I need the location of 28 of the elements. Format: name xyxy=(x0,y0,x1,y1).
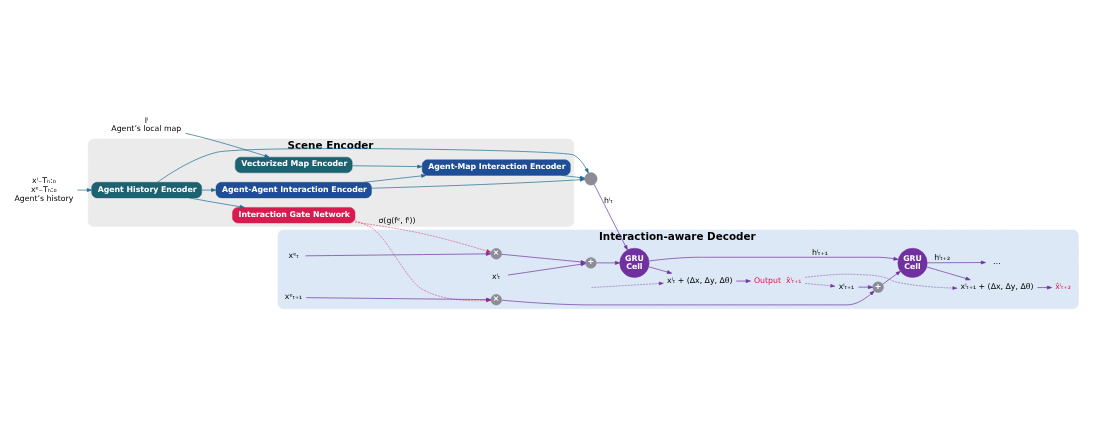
arrow xyxy=(858,284,874,289)
arrow xyxy=(305,251,491,256)
arrow xyxy=(77,187,92,192)
arrow xyxy=(371,177,585,189)
arrow xyxy=(927,260,986,264)
arrow xyxy=(507,261,586,275)
arrow xyxy=(363,173,427,183)
node-circle xyxy=(584,171,598,185)
arrow xyxy=(648,256,899,261)
arrow xyxy=(735,278,751,283)
arrow xyxy=(185,132,270,158)
arrow xyxy=(157,147,589,183)
arrow xyxy=(501,253,586,264)
arrow xyxy=(926,266,971,280)
arrow xyxy=(201,187,217,192)
arrow xyxy=(351,164,423,168)
arrow xyxy=(882,270,901,284)
arrow xyxy=(804,273,958,290)
arrow xyxy=(593,183,628,250)
arrow xyxy=(804,282,836,287)
arrow xyxy=(591,281,664,288)
arrow xyxy=(1037,285,1052,289)
arrow xyxy=(501,290,875,305)
arrow xyxy=(354,221,492,253)
arrow xyxy=(648,265,672,274)
arrow xyxy=(561,174,585,179)
arrow xyxy=(596,260,620,265)
arrow xyxy=(188,197,245,209)
